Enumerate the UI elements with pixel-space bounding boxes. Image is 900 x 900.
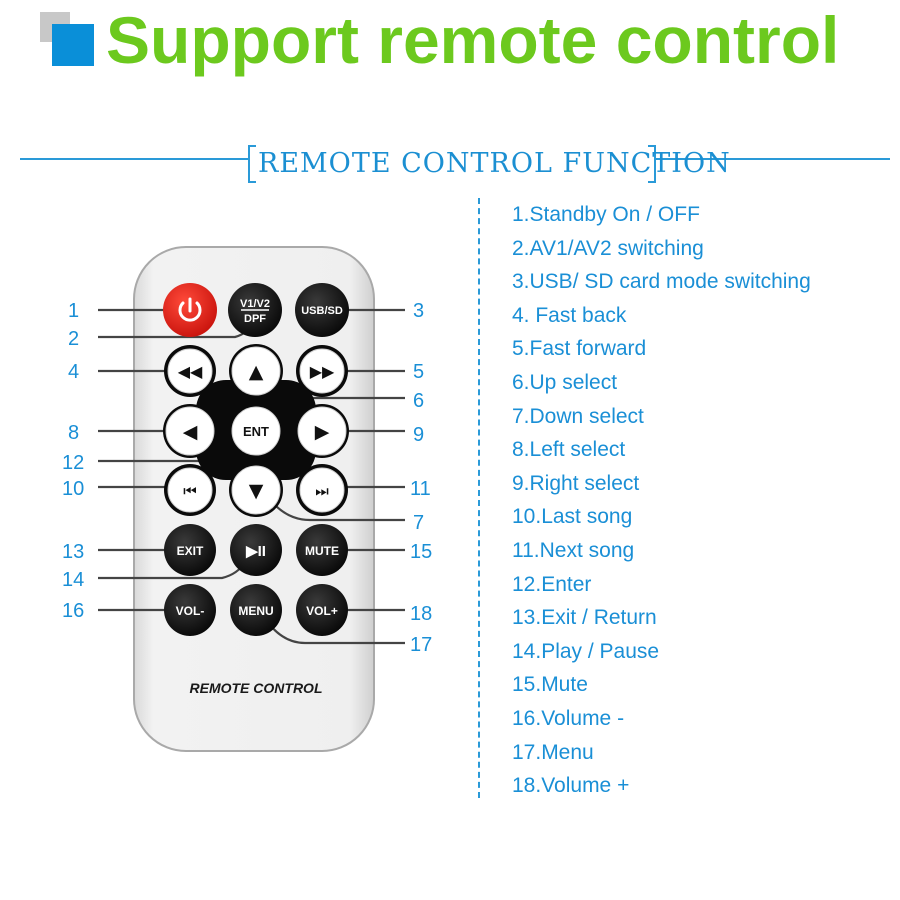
function-list: 1.Standby On / OFF 2.AV1/AV2 switching 3… (512, 200, 811, 805)
power-icon (178, 297, 202, 322)
function-item: 17.Menu (512, 740, 594, 764)
callout-12: 12 (62, 452, 84, 474)
av-label: V1/V2 (240, 298, 270, 310)
left-arrow-icon: ◀ (183, 421, 198, 443)
callout-8: 8 (68, 422, 79, 444)
av-dpf-button: V1/V2 DPF (228, 283, 282, 337)
header-rule-right (654, 158, 890, 160)
function-item: 15.Mute (512, 673, 588, 697)
next-track-button: ⏭ (299, 467, 345, 513)
fast-forward-button: ▶▶ (299, 348, 345, 394)
play-pause-icon: ▶II (245, 543, 266, 560)
down-arrow-icon: ▼ (249, 480, 264, 502)
callout-3: 3 (413, 300, 424, 322)
function-item: 9.Right select (512, 471, 640, 495)
previous-track-button: ⏮ (167, 467, 213, 513)
usb-sd-label: USB/SD (301, 305, 343, 317)
callout-6: 6 (413, 390, 424, 412)
exit-label: EXIT (177, 544, 204, 558)
function-item: 6.Up select (512, 370, 618, 394)
right-button: ▶ (297, 406, 347, 456)
exit-button: EXIT (164, 524, 216, 576)
callout-16: 16 (62, 600, 84, 622)
function-item: 14.Play / Pause (512, 639, 660, 663)
function-item: 8.Left select (512, 438, 626, 462)
callout-11: 11 (410, 478, 431, 500)
callout-17: 17 (410, 634, 432, 656)
callout-10: 10 (62, 478, 84, 500)
callout-13: 13 (62, 541, 84, 563)
function-item: 16.Volume - (512, 706, 625, 730)
callout-14: 14 (62, 569, 84, 591)
callout-15: 15 (410, 541, 432, 563)
mute-label: MUTE (305, 544, 339, 558)
dpf-label: DPF (244, 313, 266, 325)
mute-button: MUTE (296, 524, 348, 576)
callout-5: 5 (413, 361, 424, 383)
volume-down-button: VOL- (164, 584, 216, 636)
callout-1: 1 (68, 300, 79, 322)
function-item: 18.Volume + (512, 774, 630, 798)
remote-label: REMOTE CONTROL (190, 680, 323, 696)
volume-up-label: VOL+ (306, 604, 338, 618)
callout-2: 2 (68, 328, 79, 350)
function-item: 5.Fast forward (512, 337, 647, 361)
callout-numbers: 1 2 3 4 5 6 7 8 9 10 11 12 13 14 15 16 1… (62, 300, 432, 656)
power-button (163, 283, 217, 337)
function-item: 10.Last song (512, 505, 633, 529)
header-rule-left (20, 158, 250, 160)
function-item: 7.Down select (512, 404, 644, 428)
up-arrow-icon: ▲ (249, 361, 264, 383)
section-title-frame-gap (256, 140, 648, 190)
function-item: 13.Exit / Return (512, 606, 657, 630)
menu-label: MENU (238, 604, 273, 618)
function-item: 2.AV1/AV2 switching (512, 236, 704, 260)
callout-4: 4 (68, 361, 79, 383)
divider-dashed (478, 198, 480, 798)
function-item: 11.Next song (512, 538, 635, 562)
fast-back-button: ◀◀ (167, 348, 213, 394)
right-arrow-icon: ▶ (315, 421, 330, 443)
previous-track-icon: ⏮ (183, 482, 197, 500)
enter-button: ENT (231, 406, 281, 456)
up-button: ▲ (231, 346, 281, 396)
callout-18: 18 (410, 603, 432, 625)
next-track-icon: ⏭ (315, 482, 329, 500)
menu-button: MENU (230, 584, 282, 636)
volume-down-label: VOL- (176, 604, 205, 618)
left-button: ◀ (165, 406, 215, 456)
fast-back-icon: ◀◀ (178, 362, 203, 381)
page-title: Support remote control (106, 3, 840, 77)
callout-7: 7 (413, 512, 424, 534)
play-pause-button: ▶II (230, 524, 282, 576)
callout-9: 9 (413, 424, 424, 446)
volume-up-button: VOL+ (296, 584, 348, 636)
down-button: ▼ (231, 465, 281, 515)
usb-sd-button: USB/SD (295, 283, 349, 337)
fast-forward-icon: ▶▶ (310, 362, 335, 381)
function-item: 3.USB/ SD card mode switching (512, 270, 811, 294)
function-item: 4. Fast back (512, 303, 627, 327)
enter-label: ENT (243, 424, 269, 439)
header-square-blue (52, 24, 94, 66)
function-item: 12.Enter (512, 572, 592, 596)
function-item: 1.Standby On / OFF (512, 203, 700, 226)
